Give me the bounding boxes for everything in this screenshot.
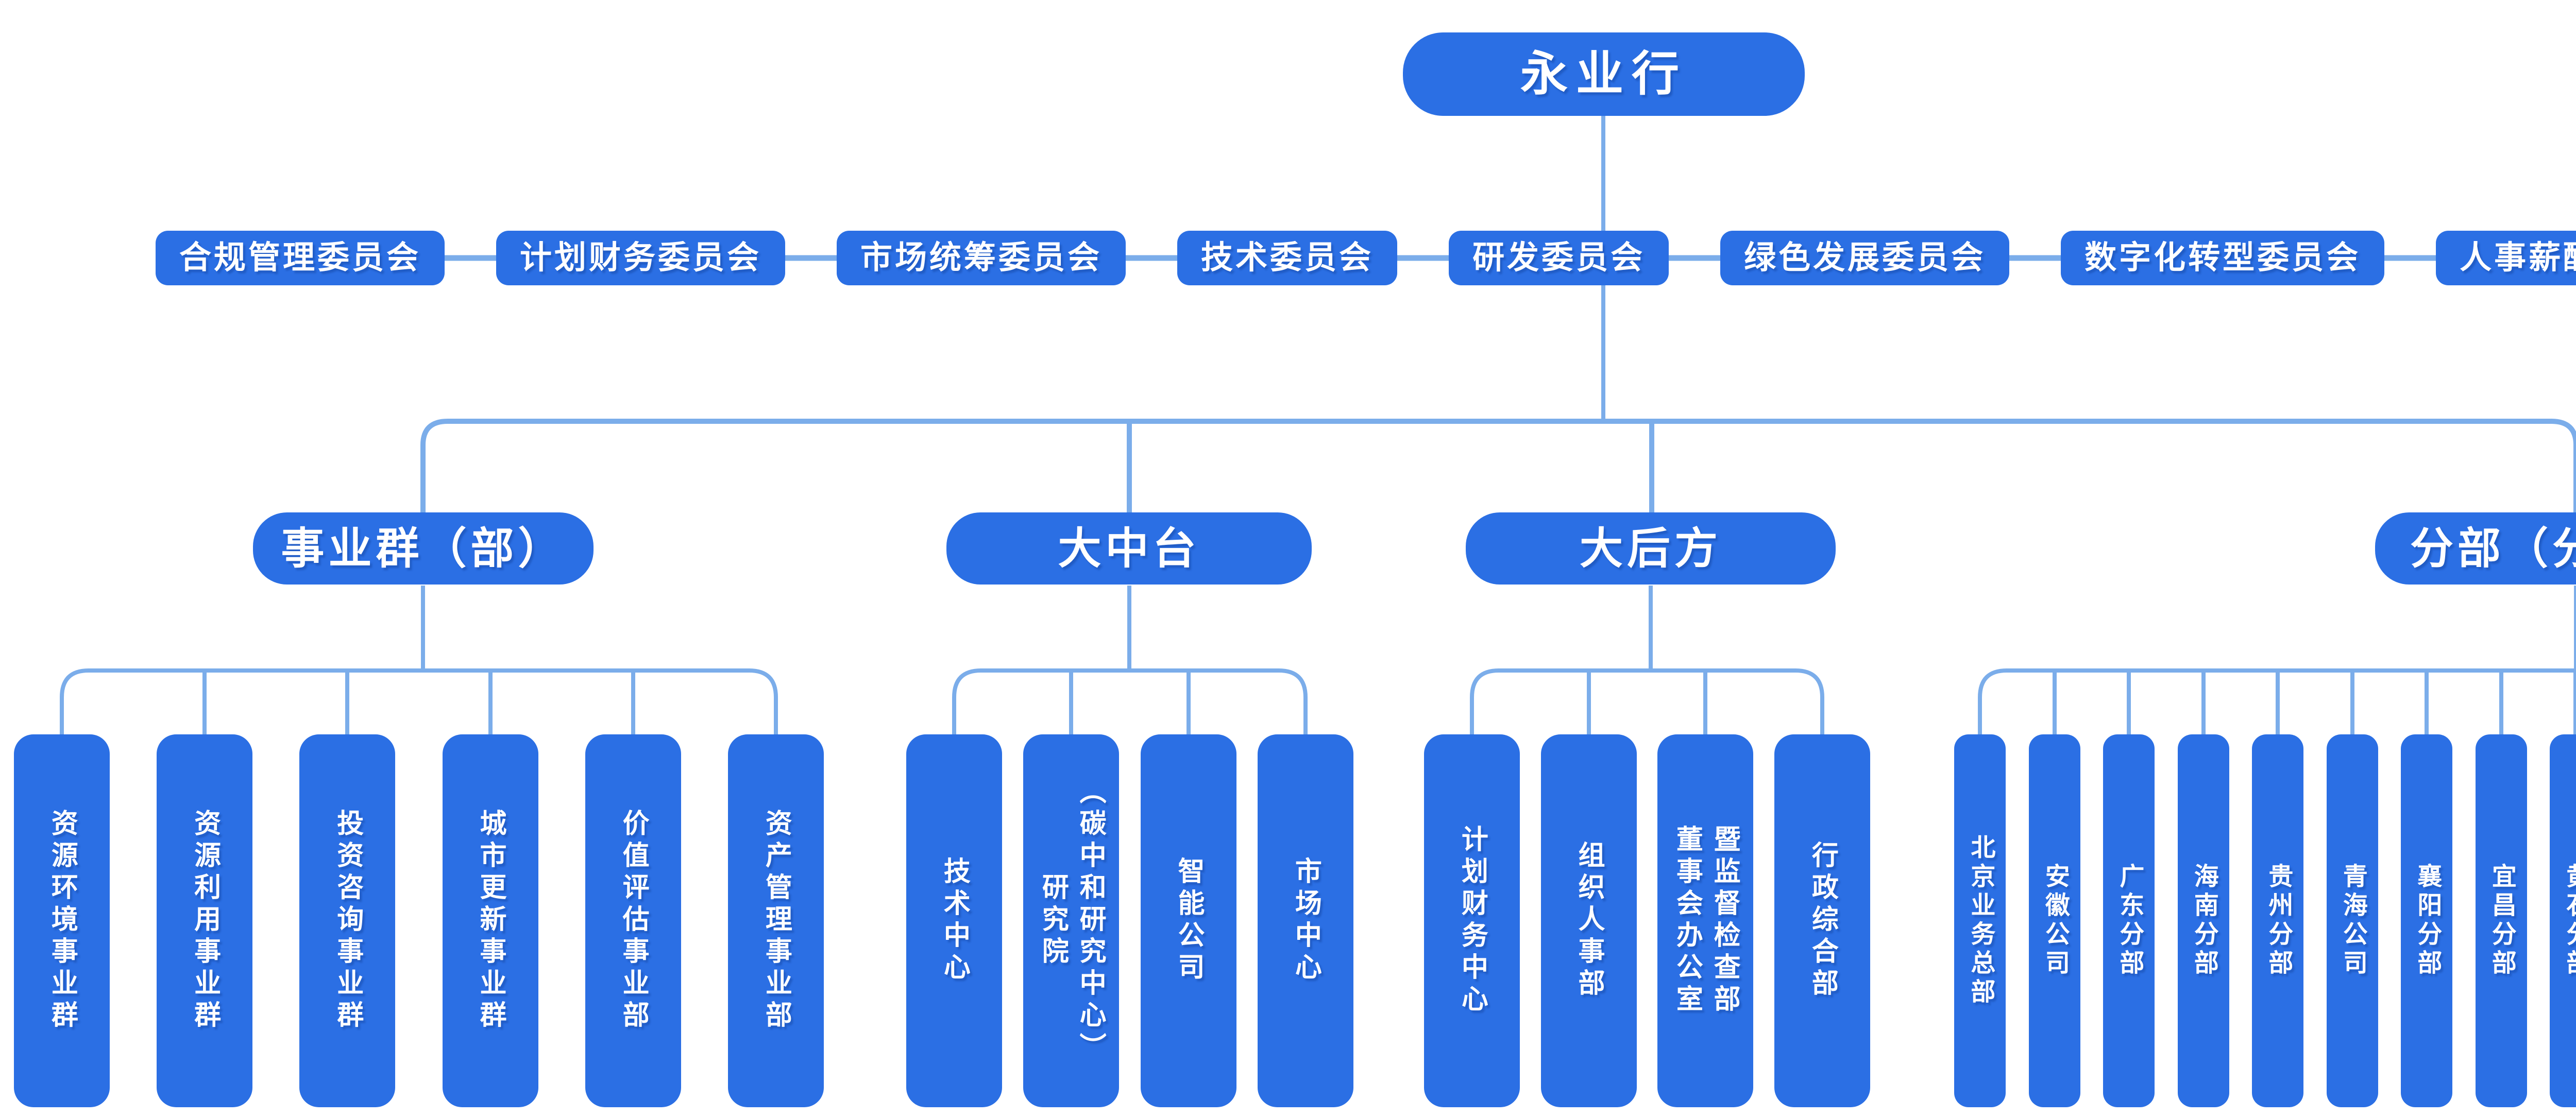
group4-children-row: 北京业务总部 安徽公司 广东分部 海南分部 贵州分部 青海公司 襄阳分部 宜昌分… [1954, 734, 2576, 1107]
branch-label: 广东分部 [2115, 863, 2143, 978]
dept-node-g1-5: 价值评估事业部 [585, 734, 681, 1107]
dept-label: 智能公司 [1174, 857, 1204, 985]
branch-label: 黄石分部 [2562, 863, 2576, 978]
group4-children-rail [1978, 586, 2576, 736]
dept-label: 研究院 （碳中和研究中心） [1038, 777, 1106, 1064]
dept-label: 城市更新事业群 [475, 809, 505, 1033]
group-rail-line [420, 419, 2576, 514]
dept-node-g3-1: 计划财务中心 [1424, 734, 1520, 1107]
dept-label: 技术中心 [939, 857, 970, 985]
branch-label: 襄阳分部 [2413, 863, 2441, 978]
dept-label: 投资咨询事业群 [332, 809, 363, 1033]
dept-label: 组织人事部 [1574, 841, 1604, 1001]
group1-children-row: 资源环境事业群 资源利用事业群 投资咨询事业群 城市更新事业群 价值评估事业部 … [14, 734, 824, 1107]
committee-node-4: 技术委员会 [1177, 231, 1398, 285]
branch-label: 宜昌分部 [2487, 863, 2515, 978]
branch-label: 贵州分部 [2264, 863, 2292, 978]
dept-label: 价值评估事业部 [618, 809, 649, 1033]
dept-label: 资产管理事业部 [761, 809, 791, 1033]
committee-node-5: 研发委员会 [1449, 231, 1669, 285]
committee-node-2: 计划财务委员会 [496, 231, 786, 285]
dept-node-g1-1: 资源环境事业群 [14, 734, 110, 1107]
group-node-back-office: 大后方 [1466, 512, 1836, 585]
dept-node-g1-4: 城市更新事业群 [442, 734, 538, 1107]
branch-node-9: 黄石分部 [2550, 734, 2576, 1107]
branch-node-6: 青海公司 [2326, 734, 2378, 1107]
branch-label: 海南分部 [2190, 863, 2217, 978]
dept-node-g1-3: 投资咨询事业群 [299, 734, 396, 1107]
dept-node-g2-3: 智能公司 [1140, 734, 1236, 1107]
dept-label: 市场中心 [1291, 857, 1321, 985]
dept-node-g3-3: 董事会办公室 暨监督检查部 [1657, 734, 1754, 1107]
dept-label: 行政综合部 [1807, 841, 1838, 1001]
branch-label: 安徽公司 [2041, 863, 2069, 978]
branch-node-4: 海南分部 [2177, 734, 2229, 1107]
root-node: 永业行 [1403, 32, 1805, 116]
committee-node-7: 数字化转型委员会 [2061, 231, 2385, 285]
group1-children-rail [60, 586, 778, 736]
group2-children-rail [952, 586, 1308, 736]
branch-node-8: 宜昌分部 [2475, 734, 2527, 1107]
branch-label: 青海公司 [2338, 863, 2366, 978]
committee-node-8: 人事薪酬委员会 [2436, 231, 2576, 285]
dept-label: 计划财务中心 [1457, 825, 1487, 1017]
committee-row: 合规管理委员会 计划财务委员会 市场统筹委员会 技术委员会 研发委员会 绿色发展… [156, 231, 2576, 285]
group-node-branches: 分部（分公司） [2375, 512, 2576, 585]
dept-label: 董事会办公室 暨监督检查部 [1672, 825, 1740, 1017]
group-node-business-groups: 事业群（部） [253, 512, 594, 585]
dept-label: 资源环境事业群 [47, 809, 77, 1033]
group3-children-row: 计划财务中心 组织人事部 董事会办公室 暨监督检查部 行政综合部 [1424, 734, 1870, 1107]
group-node-middle-platform: 大中台 [946, 512, 1312, 585]
branch-node-7: 襄阳分部 [2401, 734, 2452, 1107]
branch-label: 北京业务总部 [1967, 834, 1994, 1007]
group2-children-row: 技术中心 研究院 （碳中和研究中心） 智能公司 市场中心 [906, 734, 1353, 1107]
branch-node-3: 广东分部 [2103, 734, 2155, 1107]
dept-node-g1-6: 资产管理事业部 [727, 734, 824, 1107]
dept-label: 资源利用事业群 [190, 809, 220, 1033]
committee-node-3: 市场统筹委员会 [837, 231, 1126, 285]
dept-node-g3-4: 行政综合部 [1774, 734, 1870, 1107]
dept-node-g1-2: 资源利用事业群 [157, 734, 253, 1107]
committee-node-1: 合规管理委员会 [156, 231, 445, 285]
branch-node-5: 贵州分部 [2252, 734, 2303, 1107]
committee-node-6: 绿色发展委员会 [1720, 231, 2010, 285]
branch-node-1: 北京业务总部 [1954, 734, 2006, 1107]
branch-node-2: 安徽公司 [2028, 734, 2080, 1107]
dept-node-g2-2: 研究院 （碳中和研究中心） [1023, 734, 1120, 1107]
dept-node-g3-2: 组织人事部 [1540, 734, 1637, 1107]
dept-node-g2-1: 技术中心 [906, 734, 1002, 1107]
dept-node-g2-4: 市场中心 [1257, 734, 1353, 1107]
group3-children-rail [1470, 586, 1824, 736]
